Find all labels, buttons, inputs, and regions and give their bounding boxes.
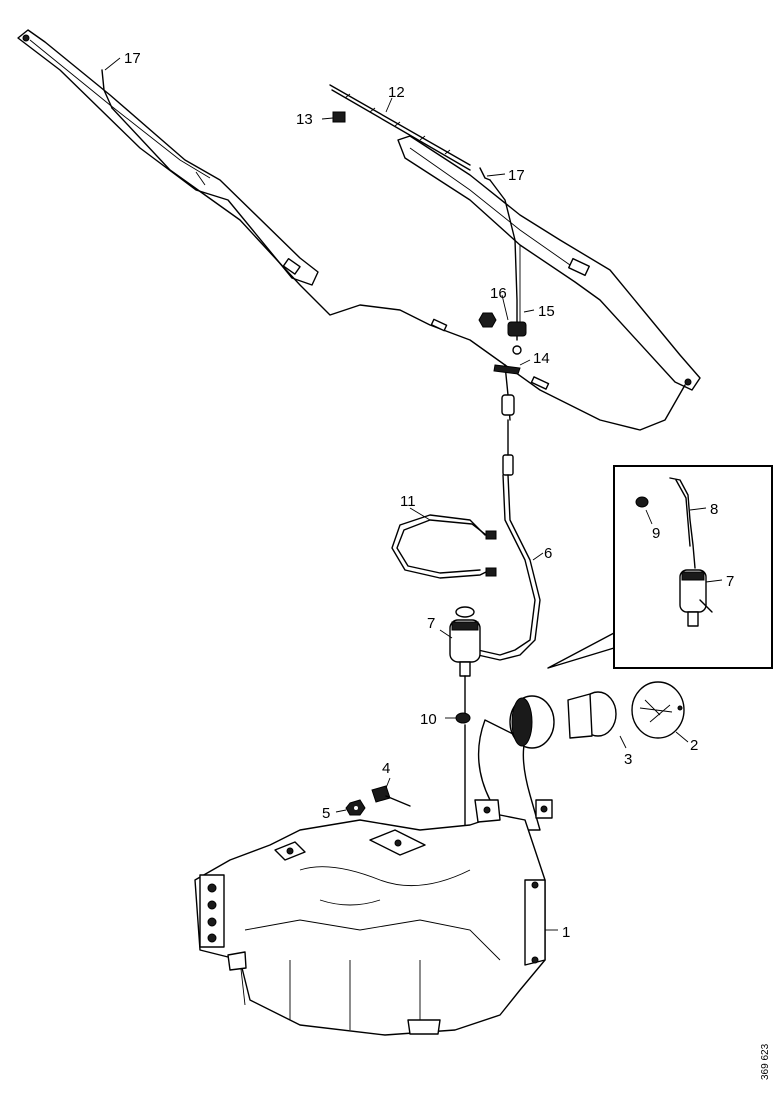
reference-code: 369 623 (760, 1043, 771, 1080)
inset-detail (547, 465, 773, 669)
callout-2: 2 (690, 737, 698, 754)
callout-4: 4 (382, 760, 390, 777)
mounting-nut (345, 799, 366, 816)
callout-7: 7 (427, 615, 435, 632)
right-wiper-blade (329, 84, 471, 171)
filler-neck (477, 681, 685, 831)
washer-hoses (111, 107, 686, 661)
callout-10: 10 (420, 711, 437, 728)
callout-9: 9 (652, 525, 660, 542)
check-valve (507, 321, 527, 355)
grommet (455, 712, 471, 724)
callout-7-inset: 7 (726, 573, 734, 590)
hose-connector (430, 318, 550, 390)
clip-part (332, 111, 346, 123)
callout-3: 3 (624, 751, 632, 768)
callout-8: 8 (710, 501, 718, 518)
right-wiper-arm (397, 135, 701, 391)
mounting-bolt (371, 785, 411, 807)
left-wiper-arm (17, 29, 319, 286)
callout-17-left: 17 (124, 50, 141, 67)
callout-labels: 17 12 13 17 16 15 14 11 6 7 10 4 5 1 3 2… (124, 50, 734, 941)
callout-17-right: 17 (508, 167, 525, 184)
leader-lines (104, 57, 723, 931)
washer-reservoir (194, 799, 553, 1036)
callout-14: 14 (533, 350, 550, 367)
callout-15: 15 (538, 303, 555, 320)
callout-12: 12 (388, 84, 405, 101)
callout-16: 16 (490, 285, 507, 302)
callout-11: 11 (400, 493, 416, 510)
callout-5: 5 (322, 805, 330, 822)
hose-loop (391, 514, 497, 579)
callout-1: 1 (562, 924, 570, 941)
washer-pump (449, 606, 481, 831)
callout-6: 6 (544, 545, 552, 562)
callout-13: 13 (296, 111, 313, 128)
nut (478, 312, 497, 328)
